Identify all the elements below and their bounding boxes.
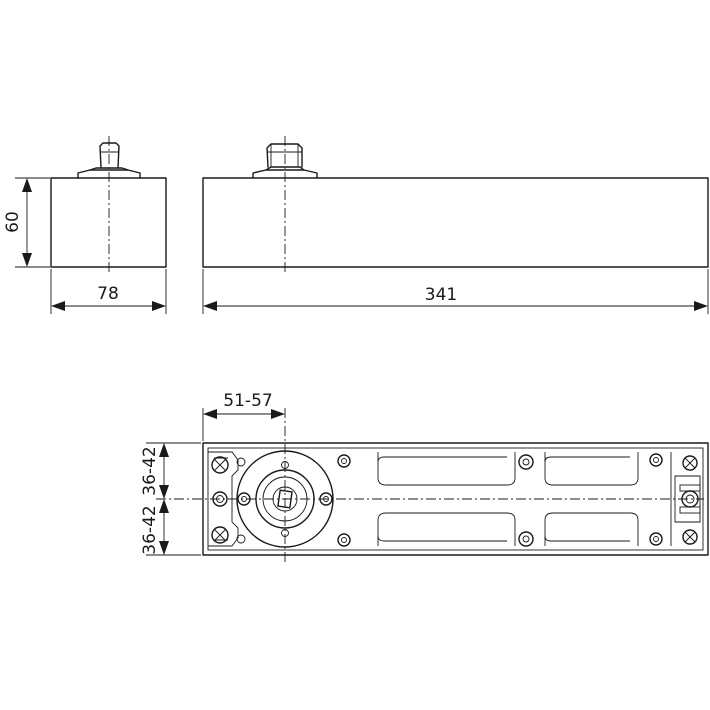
dimension-spindle-offset: 51-57 [202, 391, 285, 441]
left-adjust-screw-top [211, 456, 246, 474]
left-adjust-screw-bottom [211, 526, 246, 544]
front-view-body [202, 177, 709, 268]
mounting-holes-middle [518, 454, 534, 547]
dimension-spindle-offset-label: 51-57 [223, 391, 272, 411]
dimension-height: 60 [3, 177, 50, 268]
mounting-holes-left [337, 454, 351, 547]
top-view-cover-plate [202, 442, 709, 556]
dimension-upper-half-label: 36-42 [140, 446, 160, 495]
top-view [156, 408, 709, 565]
side-view [50, 136, 167, 275]
front-view-spindle [252, 143, 318, 179]
dimension-height-label: 60 [3, 211, 23, 233]
side-view-spindle [77, 142, 141, 179]
dimension-width-label: 78 [97, 284, 119, 304]
lower-slots [377, 512, 639, 546]
dimension-length: 341 [202, 269, 709, 314]
front-view [202, 136, 709, 275]
dimension-half-widths: 36-42 36-42 [140, 442, 201, 556]
dimension-length-label: 341 [425, 285, 457, 305]
dimension-width: 78 [50, 269, 167, 314]
side-view-body [50, 177, 167, 268]
mounting-holes-right [649, 453, 663, 546]
right-end-valves [670, 452, 701, 546]
upper-slots [377, 452, 639, 486]
dimension-lower-half-label: 36-42 [140, 505, 160, 554]
